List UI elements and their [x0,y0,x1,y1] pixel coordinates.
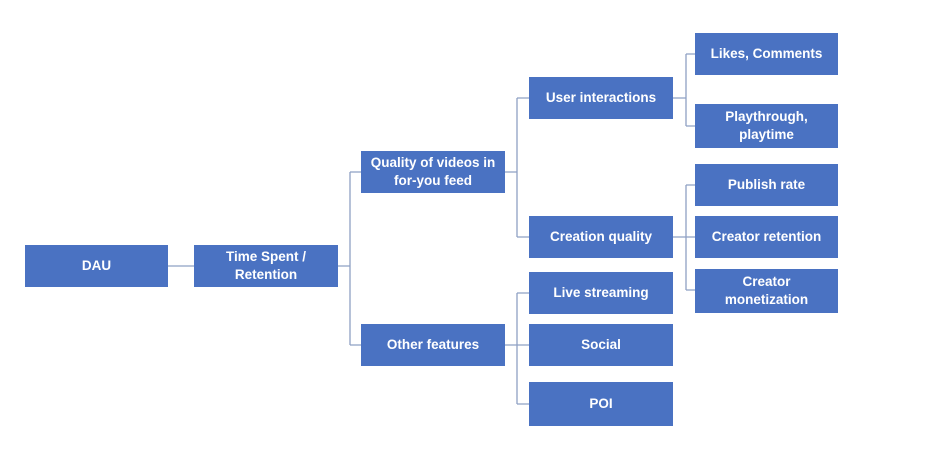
node-user-interactions: User interactions [529,77,673,119]
node-time-spent-retention: Time Spent / Retention [194,245,338,287]
node-publish-rate: Publish rate [695,164,838,206]
node-poi: POI [529,382,673,426]
connector-creation-quality-to-leaves [673,184,695,291]
node-playthrough-playtime: Playthrough, playtime [695,104,838,148]
connector-quality-to-level3 [505,97,529,238]
node-likes-comments: Likes, Comments [695,33,838,75]
node-creator-monetization: Creator monetization [695,269,838,313]
connector-user-interactions-to-leaves [673,53,695,127]
node-other-features: Other features [361,324,505,366]
connector-time-spent-to-level2 [338,171,361,346]
node-live-streaming: Live streaming [529,272,673,314]
node-creator-retention: Creator retention [695,216,838,258]
node-dau: DAU [25,245,168,287]
connector-other-features-to-leaves [505,292,529,405]
node-social: Social [529,324,673,366]
node-creation-quality: Creation quality [529,216,673,258]
node-quality-of-videos-feed: Quality of videos in for-you feed [361,151,505,193]
